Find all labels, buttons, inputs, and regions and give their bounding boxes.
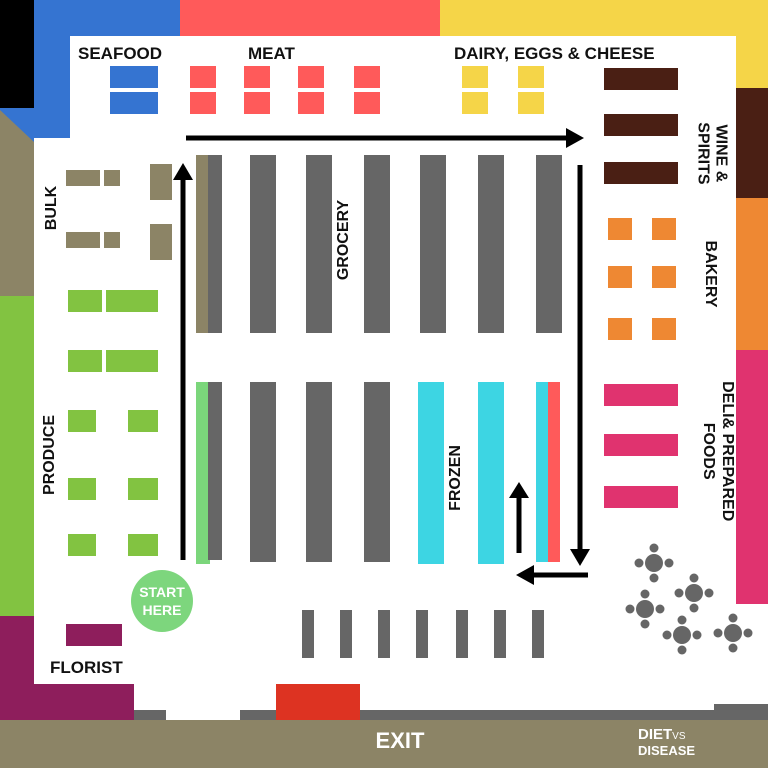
dining-tables bbox=[625, 543, 753, 655]
deli-counters bbox=[604, 384, 678, 508]
wine-shelves bbox=[604, 68, 678, 184]
start-here-marker: START HERE bbox=[131, 570, 193, 632]
brand-part-3: DISEASE bbox=[638, 742, 696, 758]
meat-label: MEAT bbox=[248, 44, 295, 63]
bakery-tables bbox=[608, 218, 676, 340]
table bbox=[625, 589, 665, 629]
route-arrows bbox=[173, 128, 590, 585]
checkout-lanes bbox=[302, 610, 544, 658]
deli-wall bbox=[736, 350, 768, 604]
seafood-wall-top bbox=[34, 0, 180, 36]
meat-wall bbox=[180, 0, 440, 36]
seafood-case bbox=[110, 92, 158, 114]
exit-floor bbox=[0, 720, 768, 768]
wall-stub bbox=[714, 704, 768, 720]
bakery-label: BAKERY bbox=[702, 240, 719, 308]
produce-tables bbox=[68, 290, 158, 556]
table bbox=[662, 615, 702, 655]
frozen-cases bbox=[418, 382, 548, 564]
start-line-1: START bbox=[139, 583, 185, 600]
wall-stub bbox=[240, 710, 276, 720]
produce-label: PRODUCE bbox=[41, 415, 58, 496]
table bbox=[674, 573, 714, 613]
deli-label: DELI& PREPARED FOODS bbox=[700, 381, 737, 522]
brand-part-1: DIET bbox=[638, 726, 673, 743]
produce-end-cap bbox=[196, 382, 210, 564]
seafood-case bbox=[110, 66, 158, 88]
table bbox=[634, 543, 674, 583]
corner-block bbox=[0, 0, 34, 108]
florist-label: FLORIST bbox=[50, 658, 123, 677]
frozen-end-cap bbox=[548, 382, 560, 562]
meat-cases bbox=[190, 66, 380, 114]
bakery-wall bbox=[736, 198, 768, 350]
dairy-label: DAIRY, EGGS & CHEESE bbox=[454, 44, 655, 63]
dairy-wall-top bbox=[440, 0, 768, 36]
grocery-aisles bbox=[208, 155, 562, 562]
bulk-bins bbox=[66, 155, 210, 333]
seafood-wall-side bbox=[34, 36, 70, 138]
wall-stub bbox=[360, 710, 714, 720]
exit-door bbox=[276, 684, 360, 720]
seafood-label: SEAFOOD bbox=[78, 44, 163, 63]
wall-stub bbox=[134, 710, 166, 720]
exit-label: EXIT bbox=[375, 728, 425, 753]
frozen-label: FROZEN bbox=[447, 445, 464, 511]
florist-stand bbox=[66, 624, 122, 646]
bulk-wall bbox=[0, 110, 34, 296]
start-line-2: HERE bbox=[142, 602, 182, 618]
dairy-wall-side bbox=[736, 36, 768, 88]
bulk-label: BULK bbox=[43, 185, 60, 231]
wine-wall bbox=[736, 88, 768, 198]
florist-wall-bottom bbox=[34, 684, 134, 720]
brand-part-2: VS bbox=[672, 731, 686, 742]
grocery-label: GROCERY bbox=[335, 199, 352, 281]
florist-wall bbox=[0, 616, 34, 720]
brand-logo: DIETVS DISEASE bbox=[638, 727, 718, 757]
table bbox=[713, 613, 753, 653]
dairy-cases bbox=[462, 66, 544, 114]
produce-wall bbox=[0, 296, 34, 616]
wine-label: WINE & SPIRITS bbox=[694, 122, 730, 185]
